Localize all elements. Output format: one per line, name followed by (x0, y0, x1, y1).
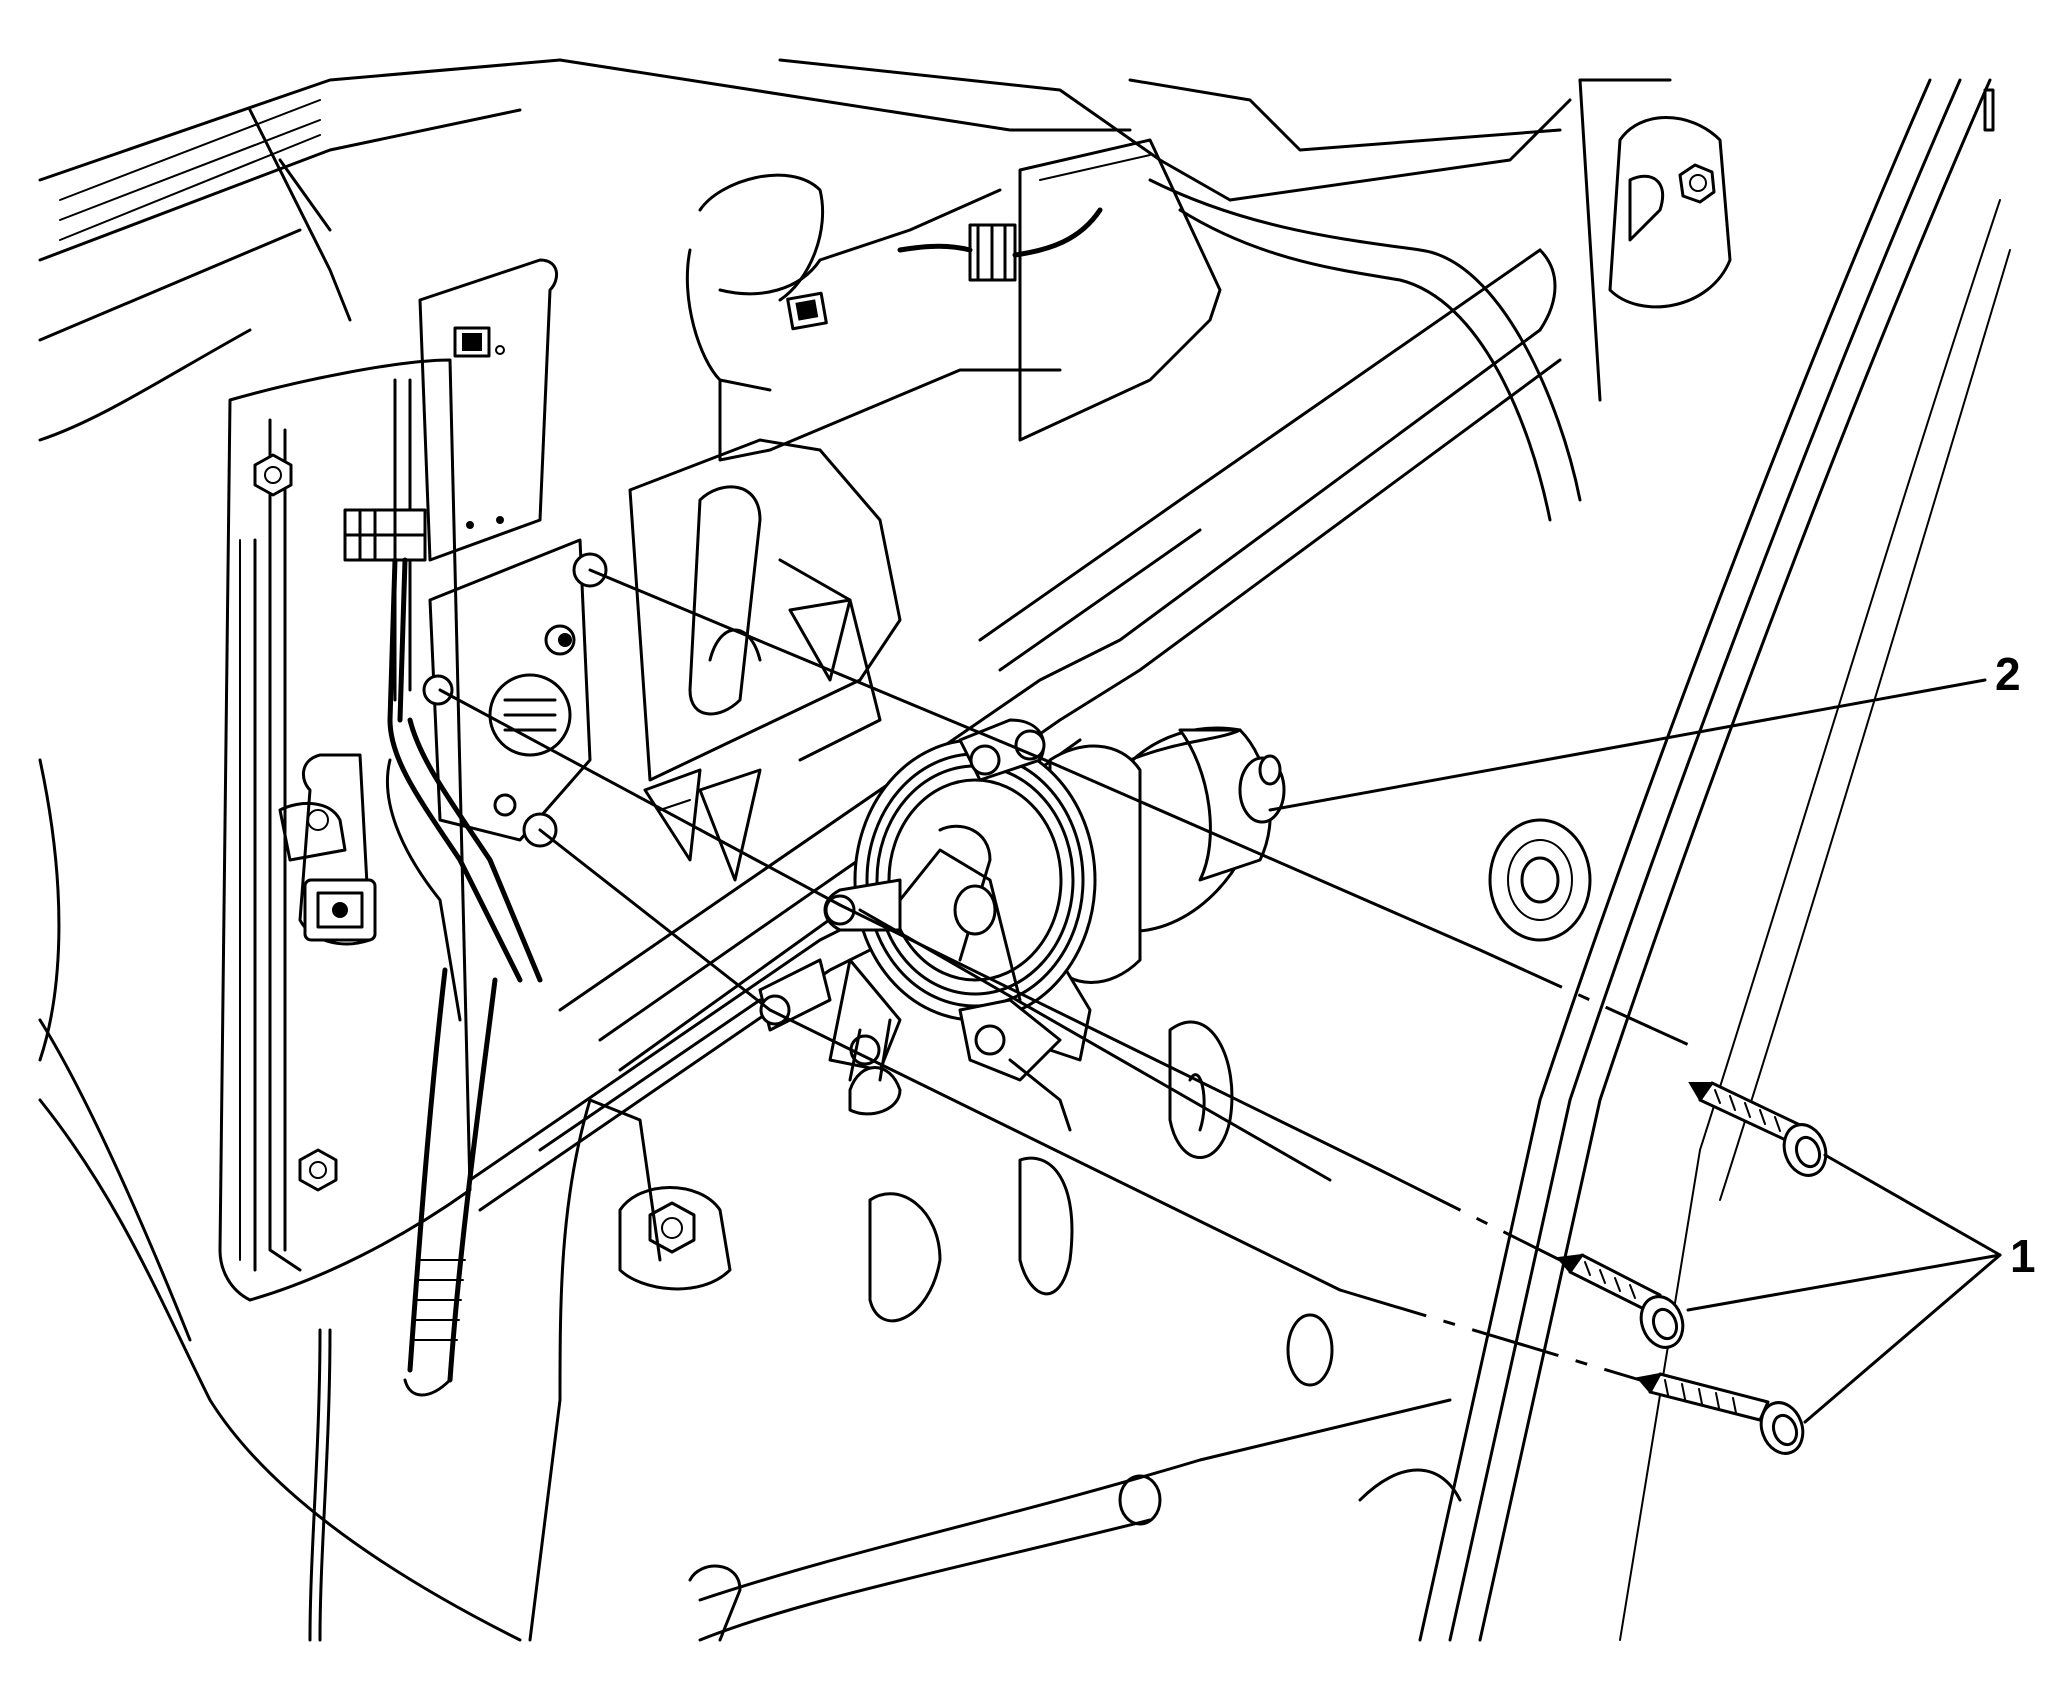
callout-1: 1 (1686, 1153, 2036, 1424)
callout-2: 2 (1268, 648, 2021, 812)
regulator-screws (1556, 1081, 1828, 1455)
door-panel (38, 58, 2011, 1642)
inner-door-panel (218, 258, 559, 1642)
fastener-alignment-lines (438, 568, 1701, 1382)
callout-label-1: 1 (2010, 1230, 2036, 1282)
regulator-frame (422, 248, 1592, 1642)
upper-bracket (685, 138, 1222, 462)
screw-middle (1556, 1253, 1685, 1349)
callout-label-2: 2 (1995, 648, 2021, 700)
screw-bottom (1636, 1372, 1805, 1455)
screw-top (1688, 1081, 1828, 1177)
window-regulator-motor (758, 718, 1286, 1132)
